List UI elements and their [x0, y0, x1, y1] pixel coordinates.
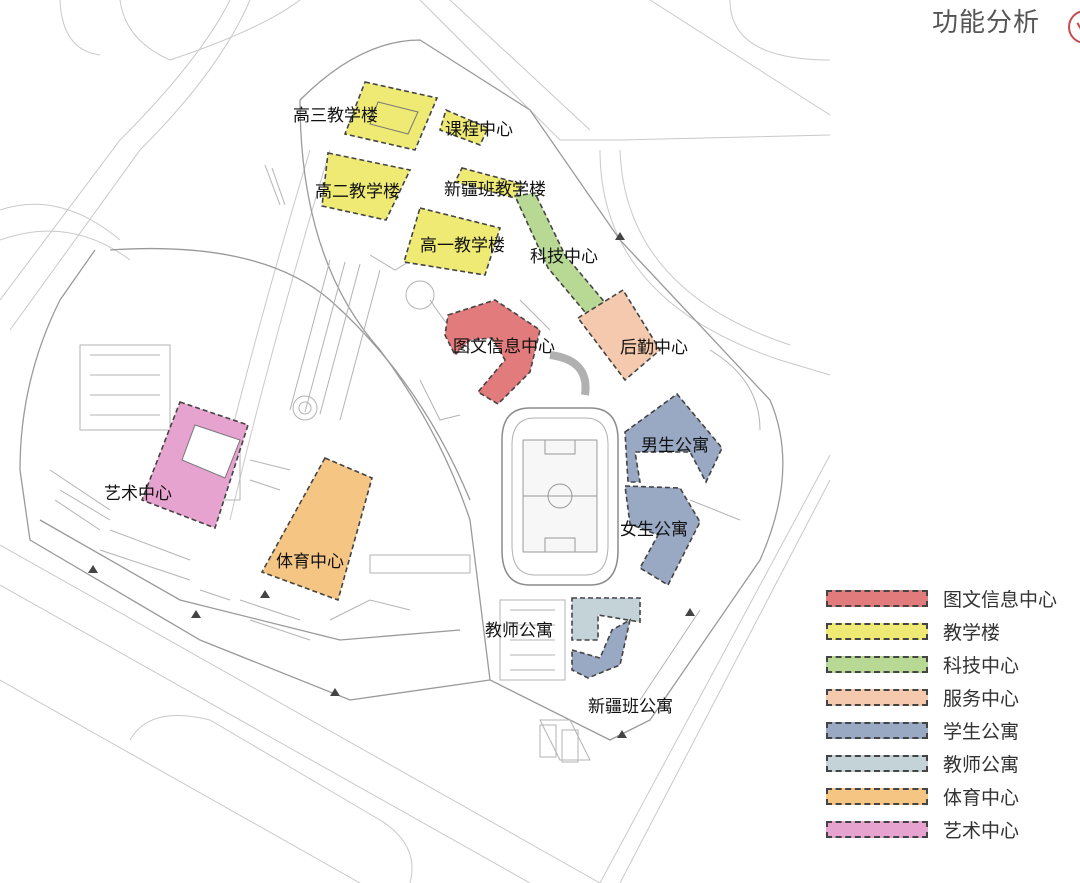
- running-track: [501, 351, 619, 586]
- zone-girls-dorm: [624, 485, 701, 587]
- zone-library: [444, 299, 541, 406]
- legend-label: 图文信息中心: [943, 589, 1058, 611]
- label-teacher-dorm: 教师公寓: [485, 621, 553, 641]
- label-art-center: 艺术中心: [104, 484, 172, 504]
- label-logistics-center: 后勤中心: [620, 338, 688, 358]
- label-senior2-building: 高二教学楼: [315, 182, 400, 202]
- legend-swatch: [826, 590, 928, 607]
- legend-swatch: [826, 689, 928, 706]
- map-legend: 图文信息中心 教学楼 科技中心 服务中心 学生公寓 教师公寓 体育中心 艺术中心: [826, 582, 1057, 846]
- zone-xinjiang-teaching: [453, 167, 524, 199]
- legend-item: 科技中心: [826, 648, 1057, 681]
- legend-swatch: [826, 722, 928, 739]
- page-title: 功能分析: [932, 8, 1041, 38]
- label-senior3-building: 高三教学楼: [293, 106, 378, 126]
- label-senior1-building: 高一教学楼: [420, 236, 505, 256]
- zone-teacher-dorm: [571, 597, 641, 641]
- campus-boundary: [19, 39, 784, 741]
- legend-label: 学生公寓: [943, 721, 1020, 743]
- label-xinjiang-dorm: 新疆班公寓: [588, 697, 673, 717]
- zone-sports-center: [260, 456, 373, 602]
- zone-senior3-building: [343, 81, 439, 151]
- functional-zones: [140, 81, 723, 679]
- legend-label: 艺术中心: [943, 820, 1020, 842]
- context-roads: [0, 0, 831, 883]
- label-xinjiang-teaching-building: 新疆班教学楼: [444, 180, 546, 200]
- legend-item: 体育中心: [826, 780, 1057, 813]
- zone-xinjiang-dorm: [571, 618, 632, 679]
- legend-swatch: [826, 755, 928, 772]
- label-course-center: 课程中心: [445, 120, 513, 140]
- zone-courtyards: [181, 101, 419, 479]
- legend-swatch: [826, 623, 928, 640]
- zone-logistics: [576, 288, 662, 382]
- legend-label: 教师公寓: [943, 754, 1020, 776]
- label-library: 图文信息中心: [453, 337, 555, 357]
- legend-item: 学生公寓: [826, 714, 1057, 747]
- legend-swatch: [826, 788, 928, 805]
- legend-item: 服务中心: [826, 681, 1057, 714]
- legend-label: 科技中心: [943, 655, 1020, 677]
- label-boys-dorm: 男生公寓: [641, 436, 709, 456]
- zone-senior1-building: [402, 207, 502, 276]
- legend-label: 教学楼: [943, 622, 1001, 644]
- legend-item: 图文信息中心: [826, 582, 1057, 615]
- zone-boys-dorm: [624, 392, 723, 484]
- label-girls-dorm: 女生公寓: [620, 520, 688, 540]
- legend-item: 教学楼: [826, 615, 1057, 648]
- zone-senior2-building: [321, 152, 412, 221]
- site-markers: [88, 232, 695, 738]
- legend-swatch: [826, 656, 928, 673]
- label-sports-center: 体育中心: [276, 552, 344, 572]
- zone-course-center: [439, 108, 490, 147]
- legend-label: 服务中心: [943, 688, 1020, 710]
- legend-item: 艺术中心: [826, 813, 1057, 846]
- label-tech-center: 科技中心: [530, 247, 598, 267]
- legend-item: 教师公寓: [826, 747, 1057, 780]
- legend-swatch: [826, 821, 928, 838]
- legend-label: 体育中心: [943, 787, 1020, 809]
